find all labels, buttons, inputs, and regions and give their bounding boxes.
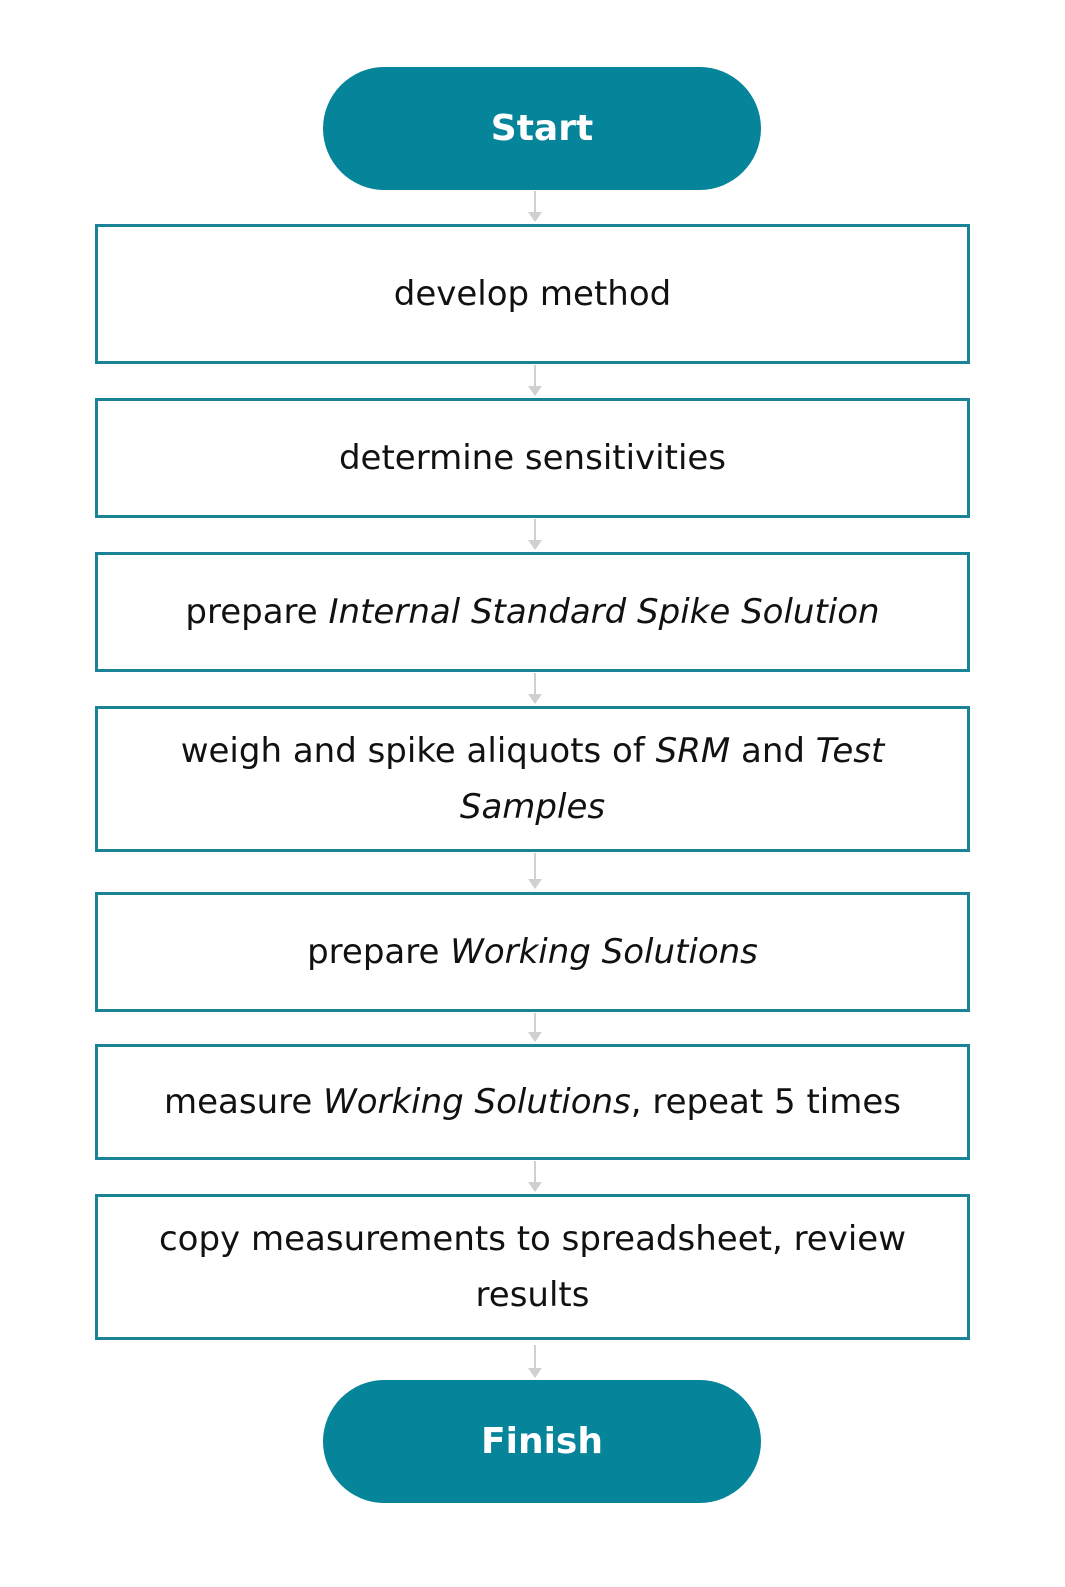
step-prepare-internal-standard: prepare Internal Standard Spike Solution [95, 552, 970, 672]
connector-arrow [528, 191, 542, 222]
connector-arrow [528, 1345, 542, 1378]
start-terminal: Start [323, 67, 761, 190]
connector-arrow [528, 1161, 542, 1192]
step-measure-working-solutions: measure Working Solutions, repeat 5 time… [95, 1044, 970, 1160]
step-text: copy measurements to spreadsheet, review… [158, 1219, 907, 1315]
step-text: and [730, 731, 816, 771]
step-text: determine sensitivities [338, 438, 727, 478]
step-text-italic: SRM [655, 731, 731, 771]
step-text: prepare [307, 932, 451, 972]
step-determine-sensitivities: determine sensitivities [95, 398, 970, 518]
start-label: Start [490, 108, 594, 149]
step-text-italic: Test Samples [459, 731, 885, 827]
connector-arrow [528, 673, 542, 704]
connector-arrow [528, 365, 542, 396]
finish-terminal: Finish [323, 1380, 761, 1503]
connector-arrow [528, 519, 542, 550]
step-weigh-and-spike: weigh and spike aliquots of SRM and Test… [95, 706, 970, 852]
step-text: develop method [393, 274, 672, 314]
step-text: , repeat 5 times [630, 1082, 901, 1122]
step-text-italic: Working Solutions [323, 1082, 631, 1122]
finish-label: Finish [481, 1421, 603, 1462]
connector-arrow [528, 1013, 542, 1042]
step-prepare-working-solutions: prepare Working Solutions [95, 892, 970, 1012]
step-copy-measurements: copy measurements to spreadsheet, review… [95, 1194, 970, 1340]
step-text-italic: Internal Standard Spike Solution [328, 592, 880, 632]
step-text: measure [163, 1082, 324, 1122]
step-develop-method: develop method [95, 224, 970, 364]
step-text: weigh and spike aliquots of [180, 731, 656, 771]
step-text-italic: Working Solutions [450, 932, 758, 972]
step-text: prepare [185, 592, 329, 632]
connector-arrow [528, 853, 542, 889]
